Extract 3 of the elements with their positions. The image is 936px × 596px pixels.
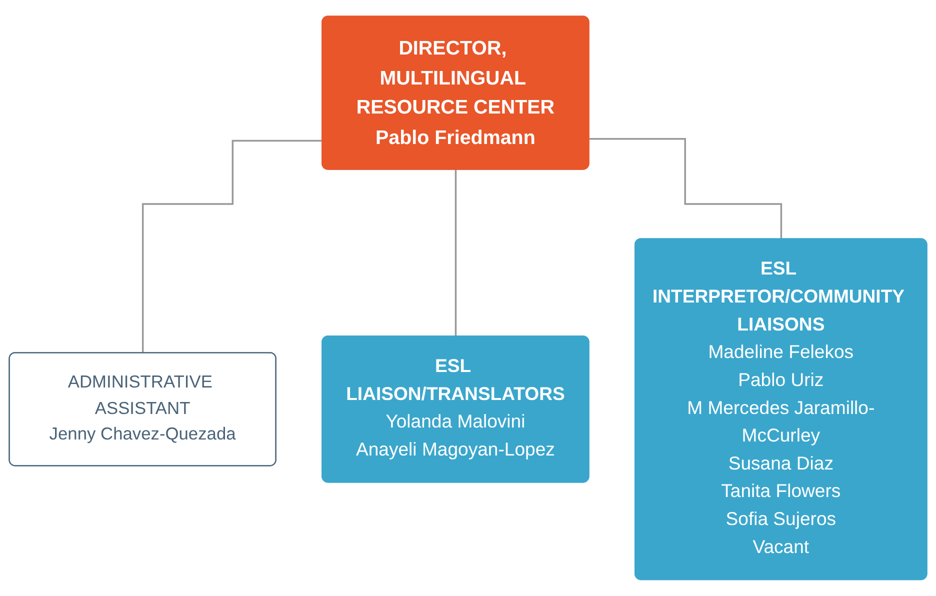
connector bbox=[454, 169, 457, 338]
connector bbox=[589, 138, 782, 240]
connector bbox=[142, 140, 323, 354]
